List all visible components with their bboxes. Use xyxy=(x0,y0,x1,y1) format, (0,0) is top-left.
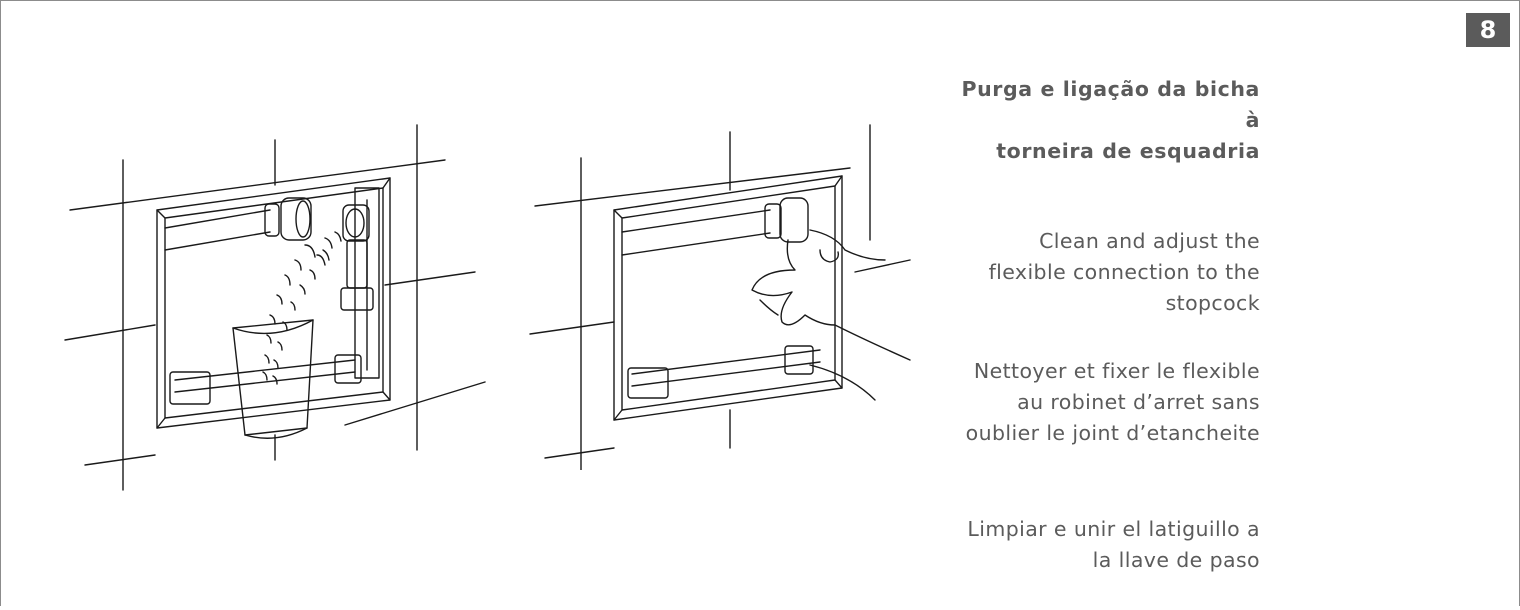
english-line-2: flexible connection to the xyxy=(988,260,1260,284)
portuguese-title-line-1: Purga e ligação da bicha à xyxy=(961,77,1260,132)
spanish-line-2: la llave de paso xyxy=(1092,548,1260,572)
portuguese-title-line-2: torneira de esquadria xyxy=(996,139,1260,163)
portuguese-title: Purga e ligação da bicha à torneira de e… xyxy=(960,74,1260,167)
french-line-2: au robinet d’arret sans xyxy=(1017,390,1260,414)
connect-illustration xyxy=(529,124,911,470)
purge-illustration xyxy=(64,124,486,491)
spanish-instruction: Limpiar e unir el latiguillo a la llave … xyxy=(960,514,1260,576)
english-line-1: Clean and adjust the xyxy=(1039,229,1260,253)
french-line-3: oublier le joint d’etancheite xyxy=(965,421,1260,445)
spanish-line-1: Limpiar e unir el latiguillo a xyxy=(967,517,1260,541)
english-line-3: stopcock xyxy=(1165,291,1260,315)
french-line-1: Nettoyer et fixer le flexible xyxy=(973,359,1260,383)
step-number-badge: 8 xyxy=(1466,13,1510,47)
french-instruction: Nettoyer et fixer le flexible au robinet… xyxy=(960,356,1260,449)
english-instruction: Clean and adjust the flexible connection… xyxy=(960,226,1260,319)
